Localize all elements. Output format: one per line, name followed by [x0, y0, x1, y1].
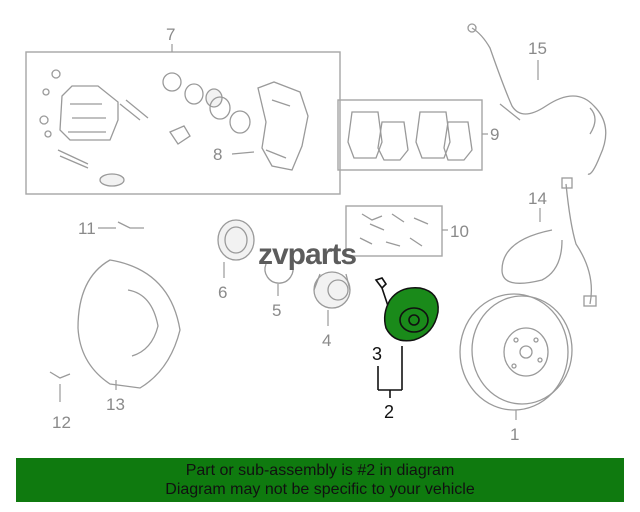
callout-6: 6 — [218, 283, 227, 302]
watermark-logo: zvparts — [258, 238, 357, 271]
brake-rotor — [459, 293, 569, 411]
caliper-body — [59, 85, 119, 141]
snap-ring — [264, 263, 294, 284]
hub-flange-highlight — [383, 287, 439, 342]
dust-shield — [77, 259, 181, 389]
caliper-bracket — [257, 81, 309, 171]
dust-shield-group: 11 13 12 — [49, 219, 181, 432]
hub-assembly-group: 3 2 — [372, 277, 439, 422]
caliper-group: 7 8 — [25, 25, 341, 195]
rotor-group: 1 — [459, 293, 573, 444]
hub-seal — [217, 219, 255, 261]
banner-line-1: Part or sub-assembly is #2 in diagram — [185, 462, 455, 479]
seal — [162, 72, 182, 92]
seal-group: 6 — [217, 219, 255, 302]
brake-hose-group: 14 — [501, 177, 597, 307]
callout-8: 8 — [213, 145, 222, 164]
brake-pad — [347, 111, 383, 159]
snap-ring-group: 5 — [264, 263, 294, 320]
abs-sensor-group: 15 — [467, 23, 607, 175]
callout-13: 13 — [106, 395, 125, 414]
callout-9: 9 — [490, 125, 499, 144]
callout-14: 14 — [528, 189, 547, 208]
bearing-group: 4 — [313, 271, 351, 350]
banner-line-2: Diagram may not be specific to your vehi… — [165, 481, 475, 498]
brake-pad-box — [337, 99, 483, 171]
parts-diagram: 7 8 9 10 11 — [25, 23, 607, 444]
caliper-kit-box — [25, 51, 341, 195]
clip-box — [345, 205, 443, 257]
brake-pad-group: 9 — [337, 99, 499, 171]
notice-banner: Part or sub-assembly is #2 in diagram Di… — [16, 458, 624, 502]
abs-sensor-wire — [471, 27, 607, 175]
callout-2: 2 — [384, 402, 394, 422]
callout-7: 7 — [166, 25, 175, 44]
callout-1: 1 — [510, 425, 519, 444]
clip-group: 10 — [345, 205, 469, 257]
callout-5: 5 — [272, 301, 281, 320]
hub-bolt — [374, 277, 389, 307]
brake-hose — [501, 183, 593, 305]
callout-10: 10 — [450, 222, 469, 241]
callout-15: 15 — [528, 39, 547, 58]
callout-4: 4 — [322, 331, 331, 350]
callout-11: 11 — [78, 219, 96, 238]
callout-12: 12 — [52, 413, 71, 432]
callout-3: 3 — [372, 344, 382, 364]
